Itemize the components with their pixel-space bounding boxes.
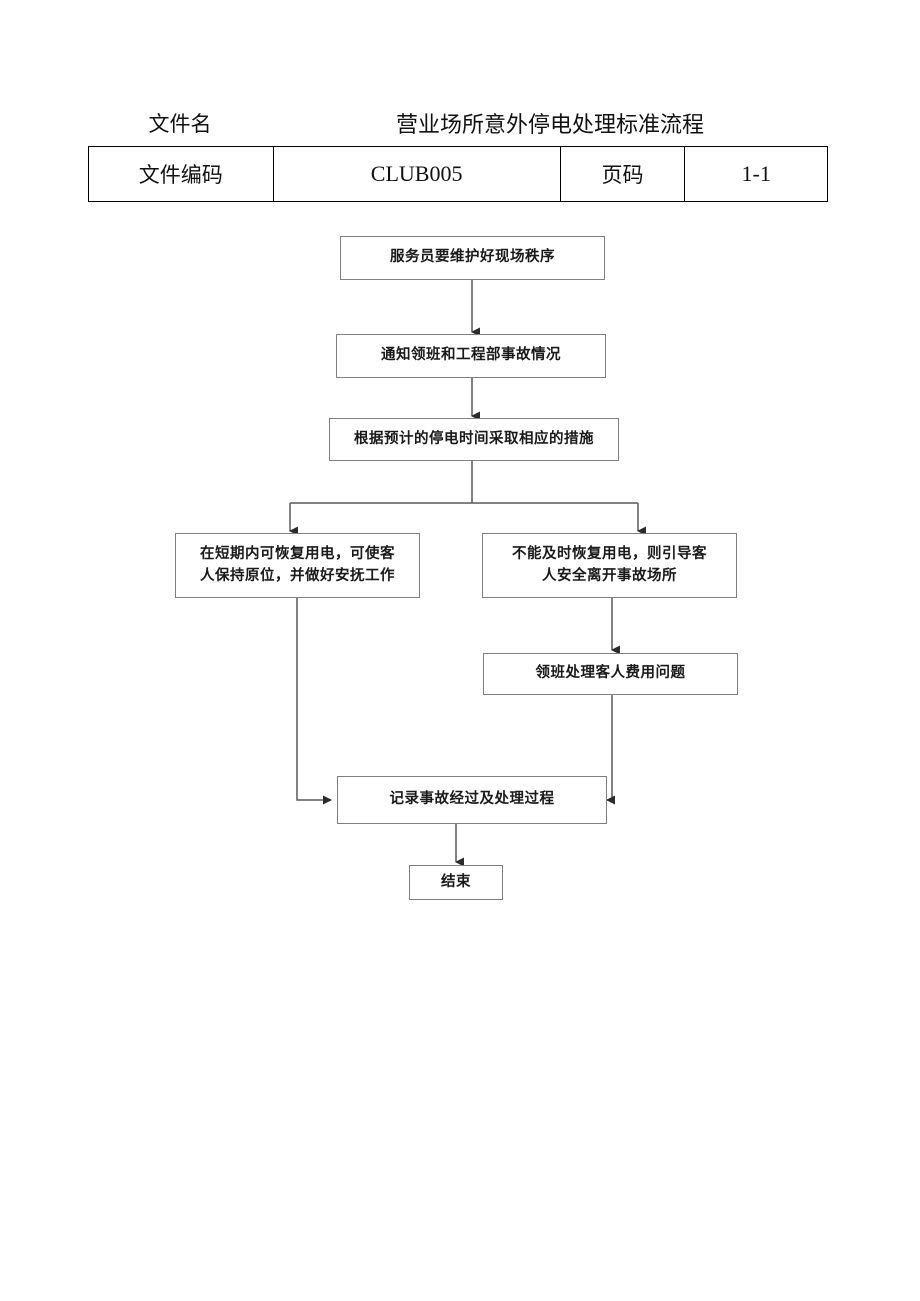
header-row-title: 文件名 营业场所意外停电处理标准流程 [88, 100, 828, 146]
flow-node-handle-guest-fees-text: 领班处理客人费用问题 [535, 665, 686, 682]
flow-node-record-incident[interactable]: 记录事故经过及处理过程 [337, 776, 607, 824]
flow-node-record-incident-text: 记录事故经过及处理过程 [389, 791, 555, 808]
flow-node-short-outage-line2: 人保持原位，并做好安抚工作 [200, 567, 395, 584]
flow-node-take-measures[interactable]: 根据预计的停电时间采取相应的措施 [329, 418, 619, 461]
document-header-table: 文件名 营业场所意外停电处理标准流程 文件编码 CLUB005 页码 1-1 [88, 100, 828, 202]
flow-node-take-measures-text: 根据预计的停电时间采取相应的措施 [354, 430, 594, 447]
header-cell-document-title: 营业场所意外停电处理标准流程 [395, 112, 704, 137]
flow-node-short-outage-keep-guests[interactable]: 在短期内可恢复用电，可使客 人保持原位，并做好安抚工作 [175, 533, 420, 598]
header-cell-file-code-label: 文件编码 [138, 164, 223, 187]
header-cell-page-label: 页码 [559, 147, 685, 201]
flow-node-maintain-order[interactable]: 服务员要维护好现场秩序 [340, 236, 605, 280]
header-cell-page-value: 1-1 [684, 147, 827, 201]
flow-node-maintain-order-text: 服务员要维护好现场秩序 [390, 249, 555, 266]
flow-node-long-outage-line2: 人安全离开事故场所 [542, 567, 677, 584]
flow-node-handle-guest-fees[interactable]: 领班处理客人费用问题 [483, 653, 738, 695]
header-row-code: 文件编码 CLUB005 页码 1-1 [88, 146, 828, 202]
flow-node-end-text: 结束 [441, 873, 471, 890]
flow-node-short-outage-line1: 在短期内可恢复用电，可使客 [200, 545, 395, 562]
flow-node-notify-supervisor[interactable]: 通知领班和工程部事故情况 [336, 334, 606, 378]
flow-node-end[interactable]: 结束 [409, 865, 503, 900]
flow-node-notify-supervisor-text: 通知领班和工程部事故情况 [381, 347, 561, 364]
flow-node-long-outage-evacuate[interactable]: 不能及时恢复用电，则引导客 人安全离开事故场所 [482, 533, 737, 598]
flow-node-long-outage-line1: 不能及时恢复用电，则引导客 [512, 545, 707, 562]
header-cell-file-code-value: CLUB005 [272, 147, 560, 201]
header-cell-file-name-label: 文件名 [148, 113, 212, 136]
